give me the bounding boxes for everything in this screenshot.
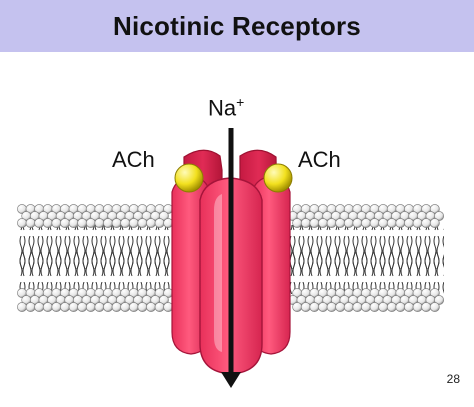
phospholipid-head bbox=[68, 302, 79, 312]
phospholipid-head bbox=[300, 218, 311, 228]
phospholipid-head bbox=[352, 218, 363, 228]
phospholipid-head bbox=[120, 302, 131, 312]
phospholipid-head bbox=[94, 218, 105, 228]
phospholipid-head bbox=[77, 218, 88, 228]
phospholipid-head bbox=[17, 218, 27, 228]
phospholipid-head bbox=[146, 302, 156, 312]
phospholipid-head bbox=[85, 218, 96, 228]
phospholipid-head bbox=[326, 218, 337, 228]
phospholipid-head bbox=[111, 218, 122, 228]
phospholipid-head bbox=[335, 302, 346, 312]
receptor-channel bbox=[171, 149, 291, 375]
title-bar: Nicotinic Receptors bbox=[0, 0, 474, 52]
ach-label-left: ACh bbox=[112, 147, 155, 172]
phospholipid-head bbox=[309, 302, 320, 312]
down-arrow-icon bbox=[221, 128, 241, 388]
phospholipid-head bbox=[77, 302, 88, 312]
phospholipid-head bbox=[434, 211, 444, 221]
phospholipid-head bbox=[369, 302, 380, 312]
ach-ligand-left bbox=[174, 163, 204, 193]
phospholipid-head bbox=[429, 204, 440, 214]
phospholipid-head bbox=[429, 218, 440, 228]
phospholipid-head bbox=[434, 295, 444, 305]
phospholipid-head bbox=[335, 218, 346, 228]
phospholipid-head bbox=[128, 218, 139, 228]
phospholipid-head bbox=[158, 295, 169, 305]
phospholipid-head bbox=[361, 218, 371, 228]
receptor-diagram: Na+ ACh ACh bbox=[0, 52, 474, 402]
phospholipid-head bbox=[51, 218, 62, 228]
phospholipid-head bbox=[395, 218, 406, 228]
phospholipid-head bbox=[103, 218, 113, 228]
phospholipid-head bbox=[94, 302, 105, 312]
phospholipid-head bbox=[17, 302, 27, 312]
phospholipid-head bbox=[146, 218, 156, 228]
phospholipid-head bbox=[395, 302, 406, 312]
phospholipid-head bbox=[60, 218, 70, 228]
phospholipid-head bbox=[404, 302, 414, 312]
phospholipid-head bbox=[42, 302, 53, 312]
phospholipid-head bbox=[120, 218, 131, 228]
membrane-upper-heads bbox=[17, 204, 444, 228]
phospholipid-head bbox=[292, 302, 303, 312]
phospholipid-head bbox=[421, 218, 432, 228]
membrane-lower-heads bbox=[17, 288, 444, 312]
phospholipid-head bbox=[429, 302, 440, 312]
ion-charge: + bbox=[236, 94, 245, 110]
phospholipid-head bbox=[343, 302, 354, 312]
phospholipid-head bbox=[68, 218, 79, 228]
phospholipid-head bbox=[34, 302, 45, 312]
page-number: 28 bbox=[446, 372, 460, 386]
phospholipid-head bbox=[60, 302, 70, 312]
ach-label-right: ACh bbox=[298, 147, 341, 172]
phospholipid-head bbox=[300, 302, 311, 312]
sodium-ion-label: Na+ bbox=[208, 94, 244, 121]
phospholipid-head bbox=[158, 211, 169, 221]
phospholipid-head bbox=[343, 218, 354, 228]
phospholipid-head bbox=[309, 218, 320, 228]
phospholipid-head bbox=[378, 302, 389, 312]
phospholipid-head bbox=[137, 302, 148, 312]
phospholipid-head bbox=[154, 302, 165, 312]
ach-ligand-right bbox=[263, 163, 293, 193]
phospholipid-head bbox=[292, 218, 303, 228]
phospholipid-head bbox=[412, 302, 423, 312]
phospholipid-head bbox=[25, 302, 36, 312]
phospholipid-head bbox=[318, 218, 328, 228]
phospholipid-head bbox=[154, 218, 165, 228]
ion-name: Na bbox=[208, 95, 237, 121]
phospholipid-head bbox=[352, 302, 363, 312]
phospholipid-head bbox=[318, 302, 328, 312]
phospholipid-head bbox=[137, 218, 148, 228]
phospholipid-head bbox=[369, 218, 380, 228]
phospholipid-head bbox=[412, 218, 423, 228]
slide-title: Nicotinic Receptors bbox=[113, 10, 361, 41]
phospholipid-head bbox=[378, 218, 389, 228]
phospholipid-head bbox=[326, 302, 337, 312]
phospholipid-head bbox=[34, 218, 45, 228]
phospholipid-head bbox=[429, 288, 440, 298]
phospholipid-head bbox=[25, 218, 36, 228]
phospholipid-head bbox=[386, 218, 397, 228]
phospholipid-head bbox=[386, 302, 397, 312]
phospholipid-head bbox=[51, 302, 62, 312]
phospholipid-head bbox=[42, 218, 53, 228]
phospholipid-head bbox=[128, 302, 139, 312]
phospholipid-head bbox=[361, 302, 371, 312]
diagram-svg bbox=[17, 128, 444, 388]
phospholipid-head bbox=[111, 302, 122, 312]
phospholipid-head bbox=[421, 302, 432, 312]
phospholipid-head bbox=[85, 302, 96, 312]
phospholipid-head bbox=[103, 302, 113, 312]
phospholipid-head bbox=[404, 218, 414, 228]
